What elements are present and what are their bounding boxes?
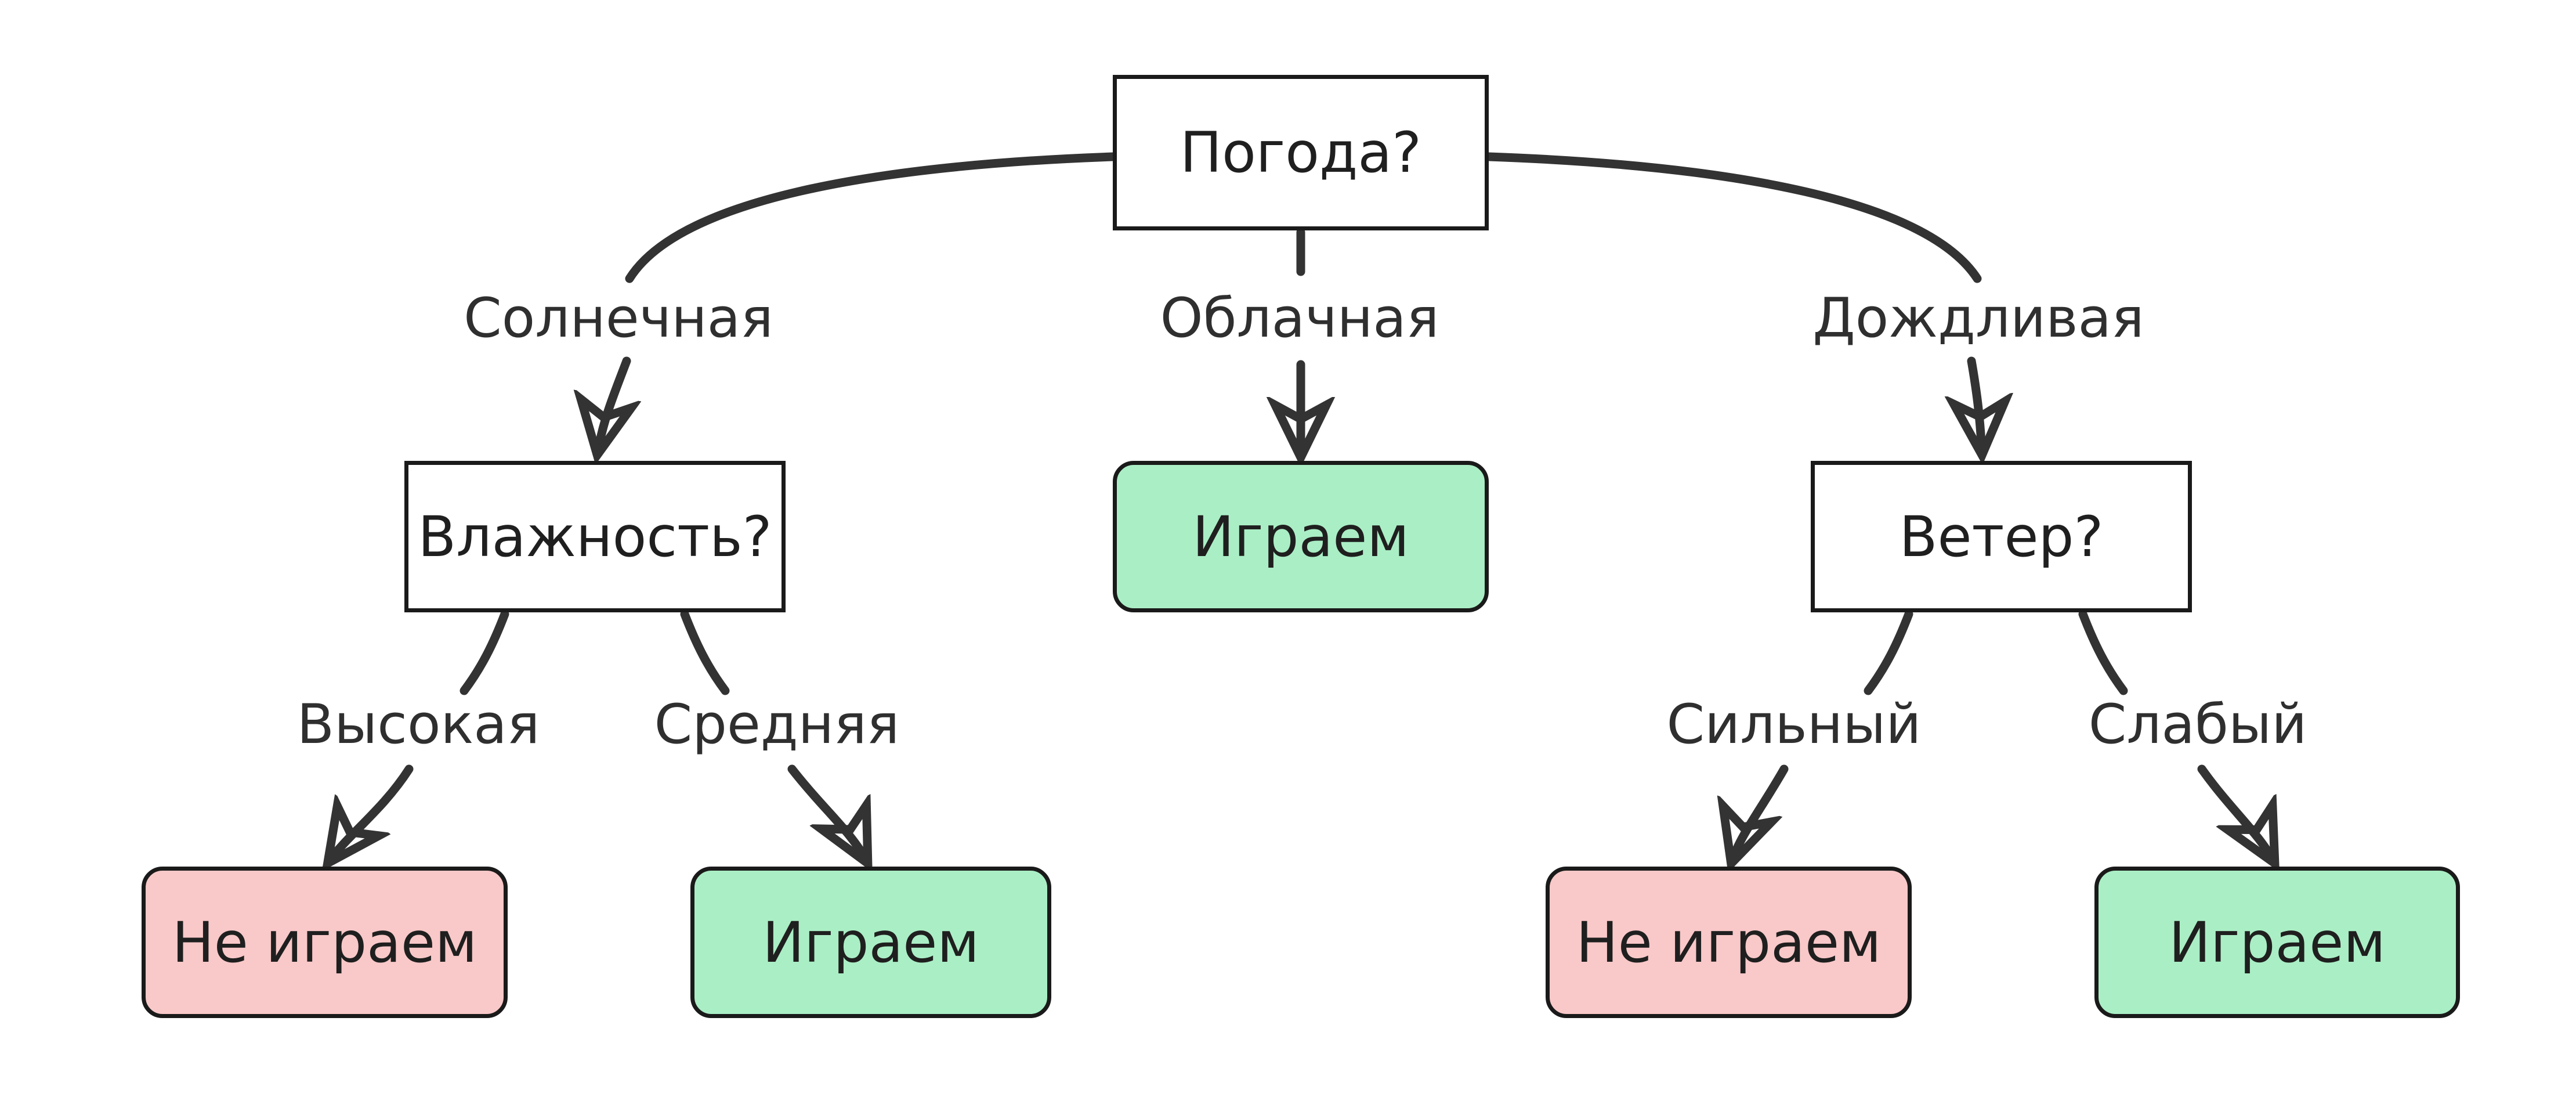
leaf-noplay-left-label: Не играем — [172, 910, 477, 975]
node-weather: Погода? — [1113, 75, 1489, 230]
edge-label-weak: Слабый — [2088, 693, 2307, 756]
leaf-play-right-label: Играем — [2169, 910, 2386, 975]
edge-label-high: Высокая — [296, 693, 540, 756]
edge-humidity-medium-stub — [680, 609, 730, 695]
leaf-play-center: Играем — [1113, 461, 1489, 612]
node-wind-label: Ветер? — [1899, 504, 2104, 569]
edge-label-sunny: Солнечная — [464, 287, 773, 350]
edge-medium-play-arrow — [787, 764, 867, 861]
edge-label-strong: Сильный — [1666, 693, 1922, 756]
edge-label-medium: Средняя — [654, 693, 900, 756]
edge-wind-strong-stub — [1864, 609, 1913, 695]
edge-root-sunny-curve — [625, 152, 1117, 283]
node-humidity-label: Влажность? — [418, 504, 772, 569]
edge-sunny-humidity-arrow — [598, 356, 627, 453]
edge-label-rainy: Дождливая — [1812, 287, 2144, 350]
edge-root-rainy-curve — [1484, 152, 1982, 283]
node-weather-label: Погода? — [1180, 120, 1422, 185]
leaf-play-left: Играем — [690, 867, 1051, 1018]
leaf-play-left-label: Играем — [762, 910, 979, 975]
leaf-noplay-left: Не играем — [142, 867, 508, 1018]
edge-high-noplay-arrow — [329, 764, 414, 861]
node-humidity: Влажность? — [404, 461, 786, 612]
leaf-noplay-right: Не играем — [1546, 867, 1912, 1018]
edge-label-cloudy: Облачная — [1160, 287, 1439, 350]
leaf-play-center-label: Играем — [1192, 504, 1409, 569]
edge-wind-weak-stub — [2078, 609, 2128, 695]
leaf-noplay-right-label: Не играем — [1576, 910, 1882, 975]
edge-weak-play-arrow — [2197, 764, 2274, 861]
leaf-play-right: Играем — [2094, 867, 2460, 1018]
node-wind: Ветер? — [1811, 461, 2192, 612]
edge-strong-noplay-arrow — [1732, 764, 1789, 861]
edge-rainy-wind-arrow — [1971, 356, 1982, 453]
edge-humidity-high-stub — [460, 609, 509, 695]
